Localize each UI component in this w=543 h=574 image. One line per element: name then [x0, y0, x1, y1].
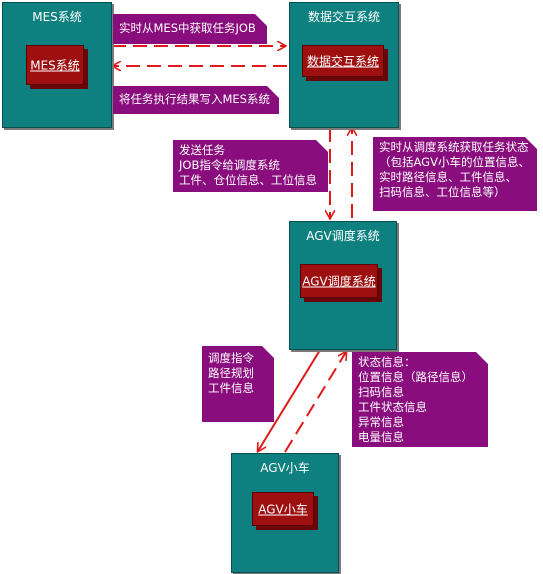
- note-line: 扫码信息、工位信息等）: [379, 185, 506, 199]
- note-line: 扫码信息: [358, 385, 404, 399]
- agv-dispatch-inner: AGV调度系统: [300, 264, 378, 298]
- note-line: 实时从MES中获取任务JOB: [119, 21, 256, 35]
- note-line: 位置信息（路径信息）: [358, 370, 473, 384]
- arrow-car-to-dispatch: [284, 352, 346, 453]
- note-line: JOB指令给调度系统: [179, 158, 280, 172]
- note-line: 调度指令: [208, 351, 254, 365]
- mes-system-inner: MES系统: [26, 45, 84, 85]
- exchange-system-box: 数据交互系统 数据交互系统: [289, 2, 399, 128]
- note-line: 工件信息: [208, 381, 254, 395]
- note-line: 异常信息: [358, 415, 404, 429]
- note-line: 路径规划: [208, 366, 254, 380]
- note-line: 将任务执行结果写入MES系统: [119, 92, 270, 106]
- agv-car-inner-label: AGV小车: [258, 502, 308, 517]
- note-line: 工件状态信息: [358, 400, 427, 414]
- agv-car-inner: AGV小车: [252, 492, 314, 526]
- exchange-system-title: 数据交互系统: [307, 10, 380, 24]
- note-line: （包括AGV小车的位置信息、: [379, 155, 530, 169]
- note-status-info: 状态信息： 位置信息（路径信息） 扫码信息 工件状态信息 异常信息 电量信息: [352, 352, 488, 447]
- agv-dispatch-inner-label: AGV调度系统: [302, 274, 376, 289]
- note-get-job: 实时从MES中获取任务JOB: [113, 14, 267, 44]
- exchange-system-inner: 数据交互系统: [302, 45, 384, 77]
- note-line: 发送任务: [179, 143, 225, 157]
- note-line: 实时从调度系统获取任务状态: [379, 140, 529, 154]
- agv-dispatch-box: AGV调度系统 AGV调度系统: [289, 221, 397, 350]
- mes-system-title: MES系统: [32, 10, 82, 24]
- arrow-dispatch-to-car: [258, 349, 321, 451]
- mes-system-inner-label: MES系统: [30, 58, 80, 73]
- note-line: 实时路径信息、工件信息、: [379, 170, 517, 184]
- agv-dispatch-title: AGV调度系统: [306, 229, 380, 243]
- exchange-system-inner-label: 数据交互系统: [306, 54, 379, 69]
- note-send-task: 发送任务 JOB指令给调度系统 工件、仓位信息、工位信息: [173, 140, 328, 192]
- note-dispatch-command: 调度指令 路径规划 工件信息: [202, 346, 274, 422]
- mes-system-box: MES系统 MES系统: [2, 2, 112, 128]
- note-get-status: 实时从调度系统获取任务状态 （包括AGV小车的位置信息、 实时路径信息、工件信息…: [373, 137, 537, 211]
- agv-car-box: AGV小车 AGV小车: [231, 453, 339, 573]
- note-line: 工件、仓位信息、工位信息: [179, 173, 317, 187]
- note-write-result: 将任务执行结果写入MES系统: [113, 86, 279, 114]
- note-line: 状态信息：: [358, 355, 416, 369]
- agv-car-title: AGV小车: [260, 461, 310, 475]
- note-line: 电量信息: [358, 430, 404, 444]
